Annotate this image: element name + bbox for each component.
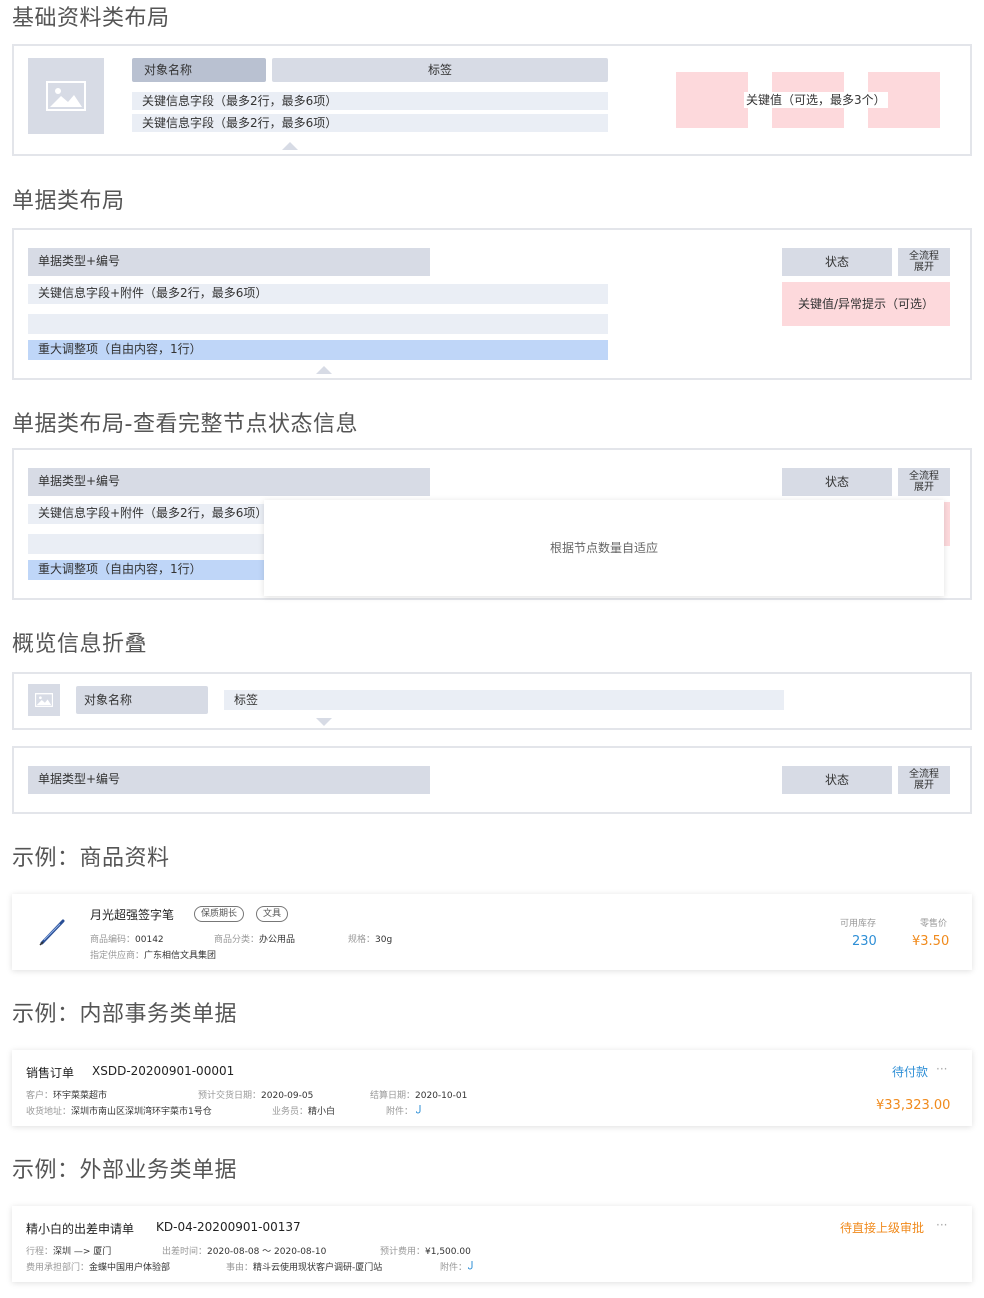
tag-area: 标签 [224, 690, 784, 710]
goods-spec: 规格：30g [348, 935, 393, 945]
image-placeholder [28, 684, 60, 716]
section-title-collapse: 概览信息折叠 [12, 632, 148, 657]
major-adjust-row: 重大调整项（自由内容，1行） [28, 340, 608, 360]
reason: 事由：精斗云使用现状客户调研-厦门站 [226, 1263, 383, 1273]
trip-time: 出差时间：2020-08-08 ～ 2020-08-10 [162, 1247, 327, 1257]
attachment: 附件： [440, 1263, 468, 1273]
expand-line-1: 全流程 [909, 769, 939, 780]
expand-caret-icon[interactable] [316, 718, 332, 726]
section-title-basic: 基础资料类布局 [12, 6, 170, 31]
expand-line-2: 展开 [914, 482, 934, 493]
goods-tag-1: 保质期长 [194, 906, 245, 922]
more-icon[interactable]: ··· [936, 1218, 948, 1232]
status-badge: 状态 [782, 248, 892, 276]
doc-status: 待付款 [892, 1065, 929, 1079]
key-value-alert: 关键值/异常提示（可选） [782, 282, 950, 326]
expand-line-2: 展开 [914, 262, 934, 273]
more-icon[interactable]: ··· [936, 1062, 948, 1076]
object-name: 对象名称 [132, 58, 266, 82]
key-value-box-1 [676, 72, 748, 128]
key-field-row-1: 关键信息字段（最多2行，最多6项） [132, 92, 608, 110]
object-name: 对象名称 [76, 686, 208, 714]
delivery-date: 预计交货日期：2020-09-05 [198, 1091, 314, 1101]
image-icon [46, 81, 86, 111]
goods-category: 商品分类：办公用品 [214, 935, 296, 945]
expand-flow-button[interactable]: 全流程 展开 [898, 468, 950, 496]
doc-type-number: 单据类型+编号 [28, 766, 430, 794]
goods-card[interactable]: 月光超强签字笔 保质期长 文具 商品编码：00142 商品分类：办公用品 规格：… [12, 894, 972, 970]
image-icon [35, 693, 53, 707]
doc-number: KD-04-20200901-00137 [156, 1220, 301, 1234]
section-title-goods: 示例：商品资料 [12, 846, 170, 871]
expand-line-2: 展开 [914, 780, 934, 791]
node-status-popup: 根据节点数量自适应 [264, 500, 944, 596]
expand-line-1: 全流程 [909, 471, 939, 482]
collapse-doc-frame: 单据类型+编号 状态 全流程 展开 [12, 746, 972, 814]
expand-line-1: 全流程 [909, 251, 939, 262]
expand-flow-button[interactable]: 全流程 展开 [898, 766, 950, 794]
status-badge: 状态 [782, 766, 892, 794]
salesman: 业务员：精小白 [272, 1107, 336, 1117]
pen-icon [39, 919, 65, 946]
external-doc-card[interactable]: 精小白的出差申请单 KD-04-20200901-00137 待直接上级审批 ·… [12, 1206, 972, 1282]
goods-supplier: 指定供应商：广东相信文具集团 [90, 951, 217, 961]
doc-type-number: 单据类型+编号 [28, 468, 430, 496]
paperclip-icon[interactable] [416, 1104, 422, 1114]
doc-status: 待直接上级审批 [840, 1221, 925, 1235]
doc-amount: ¥33,323.00 [876, 1098, 951, 1113]
key-field-row-2: 关键信息字段（最多2行，最多6项） [132, 114, 608, 132]
goods-tag-2: 文具 [256, 906, 289, 922]
collapse-basic-frame: 对象名称 标签 [12, 672, 972, 730]
collapse-caret-icon[interactable] [282, 142, 298, 150]
key-field-row-empty [28, 314, 608, 334]
goods-code: 商品编码：00142 [90, 935, 164, 945]
section-title-external: 示例：外部业务类单据 [12, 1158, 238, 1183]
doc-type-number: 单据类型+编号 [28, 248, 430, 276]
trip: 行程：深圳 —> 厦门 [26, 1247, 112, 1257]
stock-value: 230 [852, 934, 877, 949]
internal-doc-card[interactable]: 销售订单 XSDD-20200901-00001 待付款 ··· 客户：环宇菜菜… [12, 1050, 972, 1126]
stock-label: 可用库存 [840, 919, 877, 929]
price-value: ¥3.50 [912, 934, 950, 949]
settle-date: 结算日期：2020-10-01 [370, 1091, 468, 1101]
section-title-doc-full: 单据类布局-查看完整节点状态信息 [12, 412, 358, 437]
key-values-label: 关键值（可选，最多3个） [744, 92, 888, 108]
customer: 客户：环宇菜菜超市 [26, 1091, 108, 1101]
key-value-alert-edge [944, 502, 950, 546]
paperclip-icon[interactable] [468, 1260, 474, 1270]
attachment: 附件： [386, 1107, 414, 1117]
doc-layout-frame: 单据类型+编号 关键信息字段+附件（最多2行，最多6项） 重大调整项（自由内容，… [12, 228, 972, 380]
image-placeholder [28, 58, 104, 134]
doc-type: 销售订单 [26, 1066, 75, 1080]
section-title-doc: 单据类布局 [12, 189, 125, 214]
doc-type: 精小白的出差申请单 [26, 1222, 135, 1236]
doc-full-layout-frame: 单据类型+编号 关键信息字段+附件（最多2行，最多6项） 重大调整项（自由内容，… [12, 448, 972, 600]
status-badge: 状态 [782, 468, 892, 496]
collapse-caret-icon[interactable] [316, 366, 332, 374]
section-title-internal: 示例：内部事务类单据 [12, 1002, 238, 1027]
address: 收货地址：深圳市南山区深圳湾环宇菜市1号仓 [26, 1107, 212, 1117]
price-label: 零售价 [920, 919, 948, 929]
tag-area: 标签 [272, 58, 608, 82]
key-field-row: 关键信息字段+附件（最多2行，最多6项） [28, 284, 608, 304]
doc-number: XSDD-20200901-00001 [92, 1064, 235, 1078]
cost-dept: 费用承担部门：金蝶中国用户体验部 [26, 1263, 171, 1273]
estimated-cost: 预计费用：¥1,500.00 [380, 1247, 471, 1257]
goods-name: 月光超强签字笔 [90, 908, 175, 922]
expand-flow-button[interactable]: 全流程 展开 [898, 248, 950, 276]
basic-layout-frame: 对象名称 标签 关键信息字段（最多2行，最多6项） 关键信息字段（最多2行，最多… [12, 44, 972, 156]
